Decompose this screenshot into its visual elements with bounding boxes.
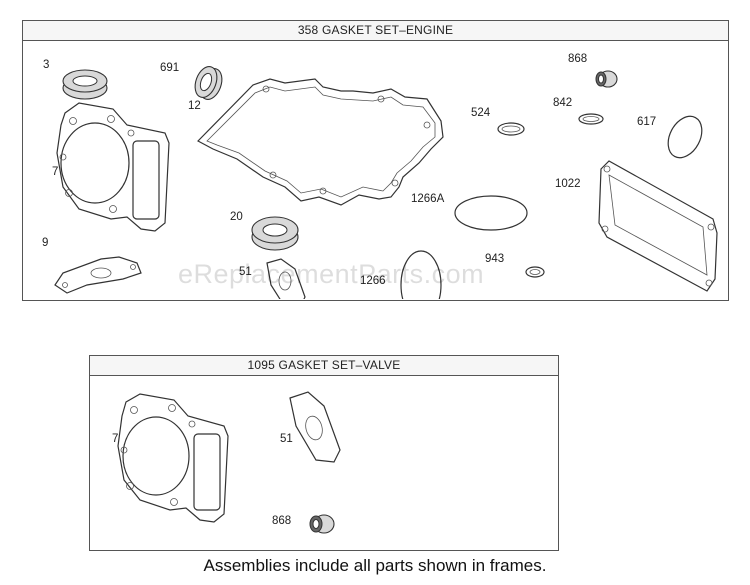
washer-943 [525, 266, 545, 278]
callout-842: 842 [553, 97, 573, 109]
callout-51: 51 [239, 266, 252, 278]
valve-gasket-set-title: 1095 GASKET SET–VALVE [90, 356, 558, 376]
o-ring-1266a [454, 195, 528, 231]
callout-3: 3 [43, 59, 50, 71]
callout-617: 617 [637, 116, 657, 128]
callout-943: 943 [485, 253, 505, 265]
engine-gasket-parts-art [54, 66, 718, 299]
watermark: eReplacementParts.com [178, 259, 485, 289]
oil-seal-20 [251, 216, 299, 251]
callout-12: 12 [188, 100, 201, 112]
callout-51: 51 [280, 433, 293, 445]
o-ring-1266 [400, 250, 442, 299]
callout-524: 524 [471, 107, 491, 119]
intake-gasket-51 [266, 258, 306, 299]
cylinder-head-gasket-7 [56, 102, 170, 232]
callout-7: 7 [52, 166, 59, 178]
intake-gasket-51 [289, 391, 341, 463]
callout-9: 9 [42, 237, 49, 249]
callout-1022: 1022 [555, 178, 581, 190]
washer-524 [497, 122, 525, 136]
footer-note: Assemblies include all parts shown in fr… [203, 556, 547, 575]
cylinder-head-gasket-7 [117, 393, 229, 523]
crankcase-gasket-12 [197, 78, 444, 206]
engine-gasket-set-title: 358 GASKET SET–ENGINE [23, 21, 728, 41]
callout-1266a: 1266A [411, 193, 445, 205]
callout-868: 868 [272, 515, 292, 527]
washer-842 [578, 113, 604, 125]
callout-691: 691 [160, 62, 180, 74]
gasket-9 [54, 256, 142, 294]
callout-868: 868 [568, 53, 588, 65]
valve-seal-868 [309, 514, 335, 534]
callout-20: 20 [230, 211, 243, 223]
callout-1266: 1266 [360, 275, 386, 287]
engine-gasket-set-frame: 358 GASKET SET–ENGINE [22, 20, 729, 301]
oil-seal-3 [62, 69, 108, 100]
valve-gasket-parts-art [117, 391, 341, 534]
valve-gasket-set-frame: 1095 GASKET SET–VALVE 7 51 868 [89, 355, 559, 551]
rocker-cover-gasket-1022 [598, 160, 718, 292]
valve-seal-868 [595, 70, 618, 88]
oil-seal-691 [194, 66, 223, 100]
callout-7: 7 [112, 433, 119, 445]
ring-617 [667, 115, 703, 159]
